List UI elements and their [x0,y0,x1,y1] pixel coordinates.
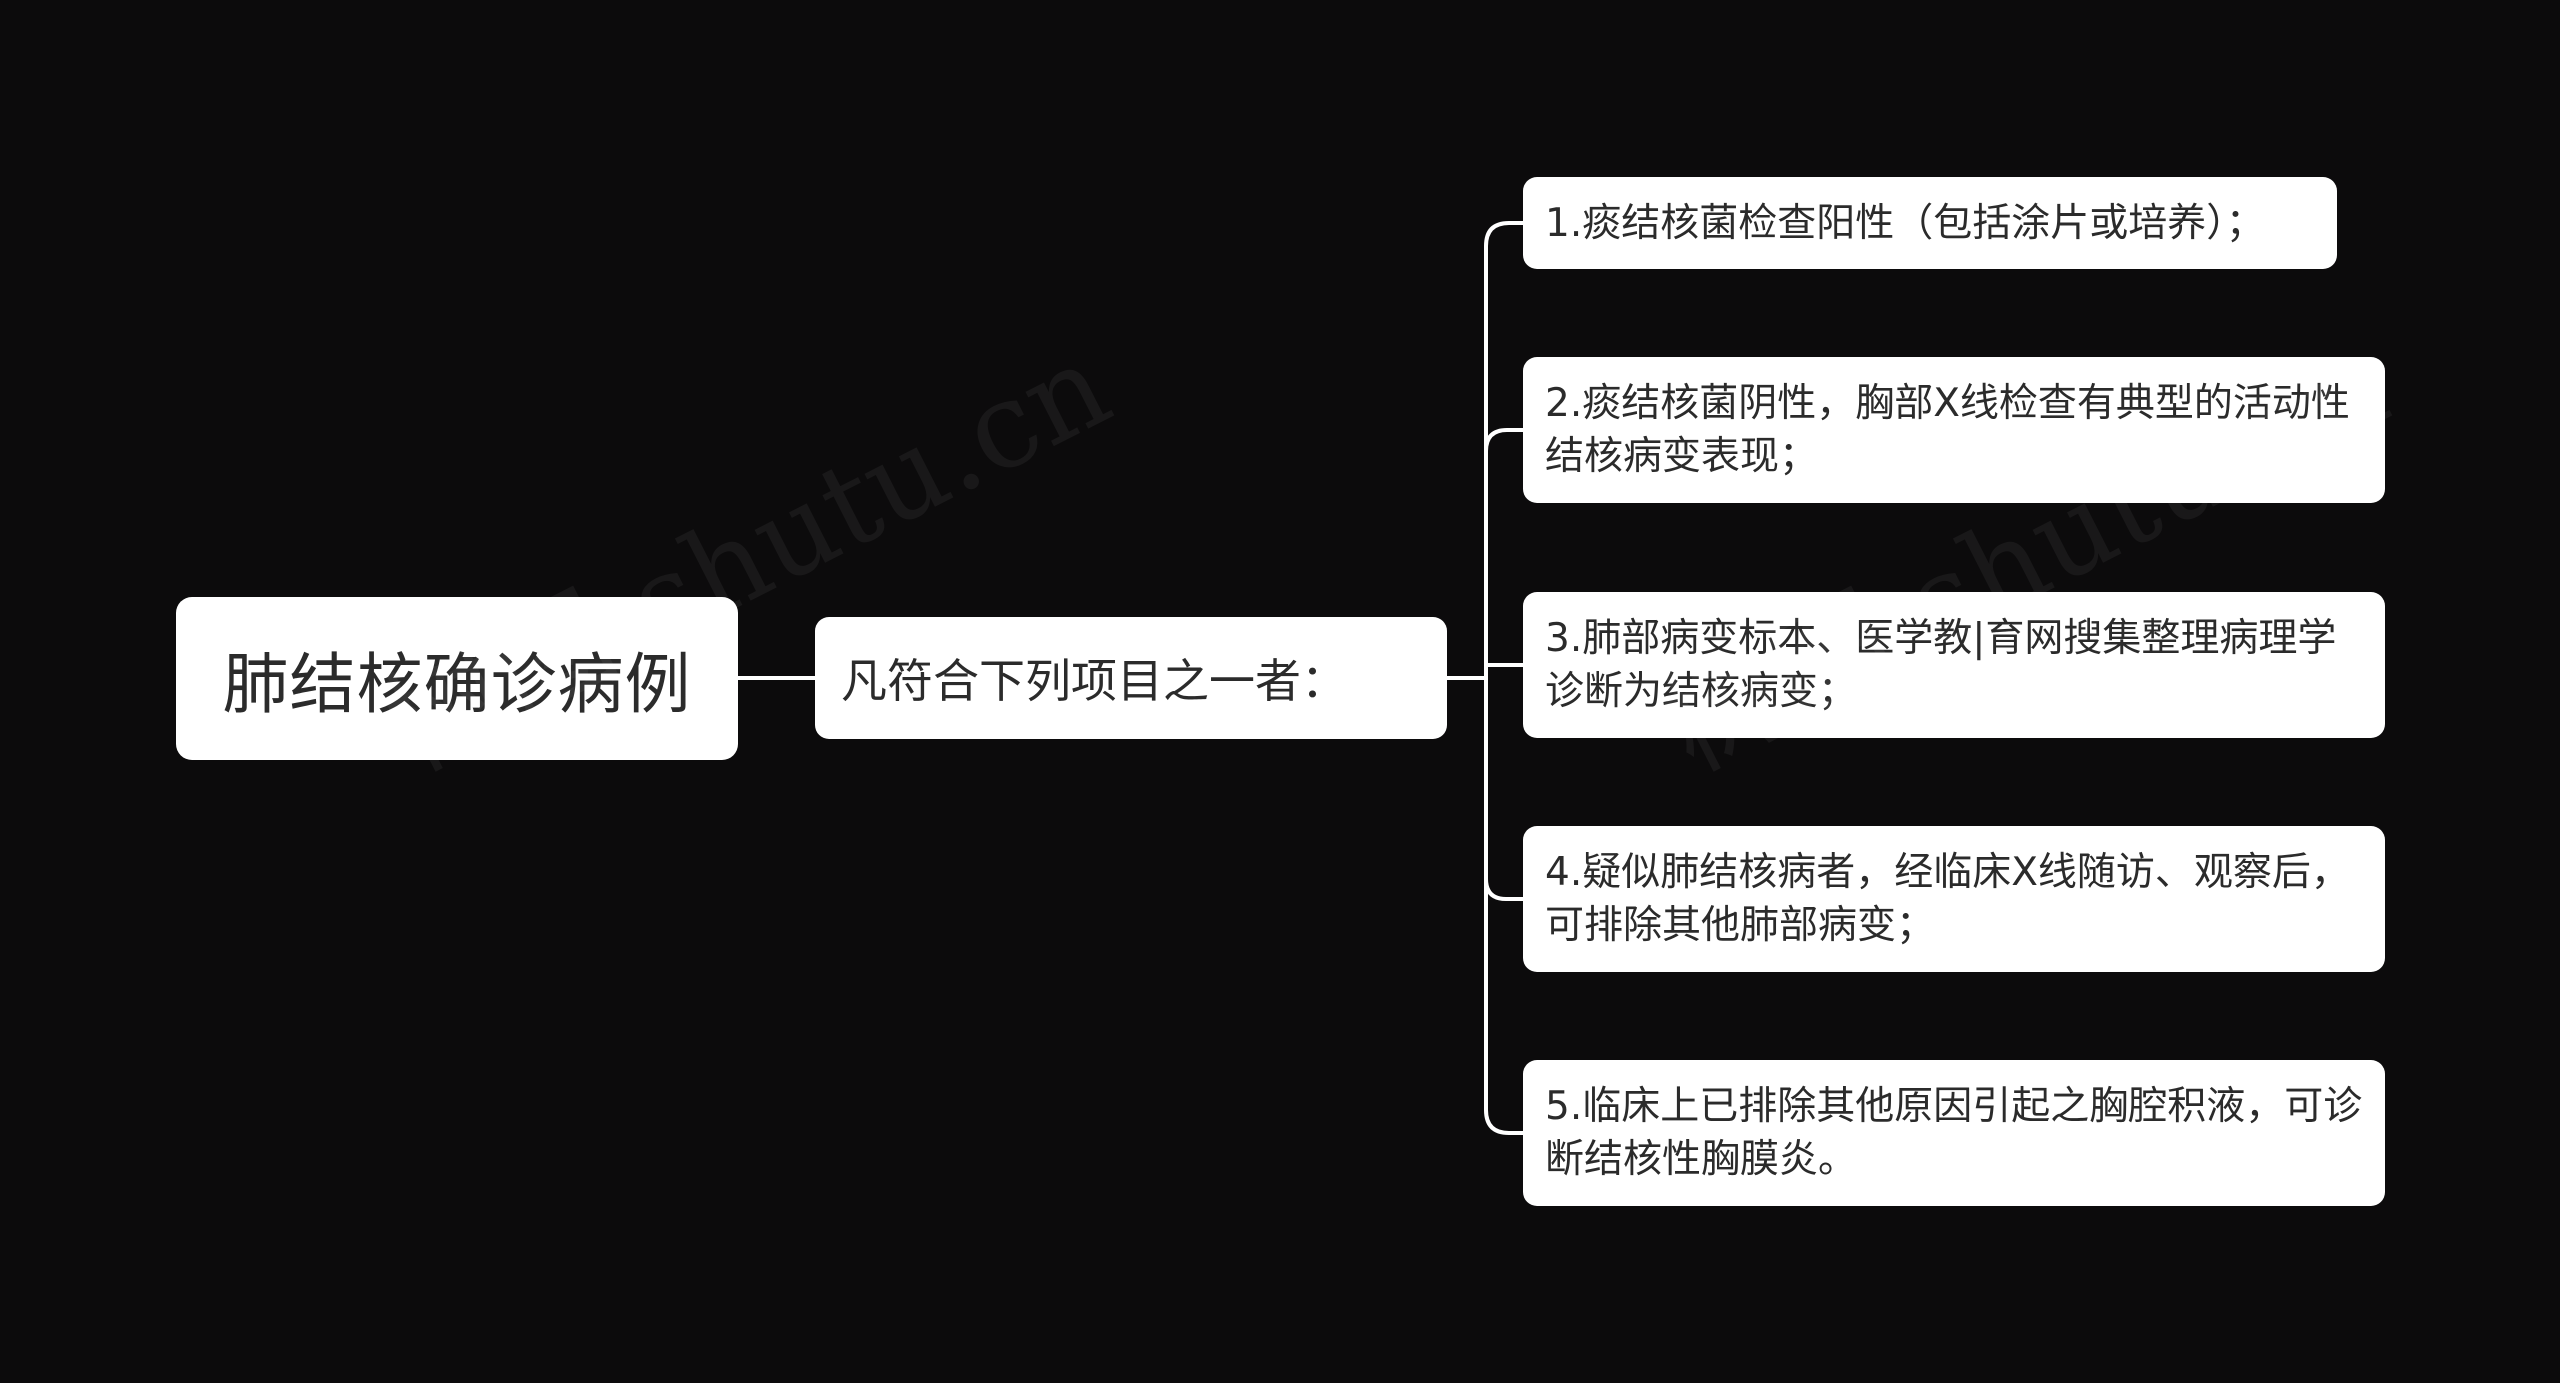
subtopic-node-1[interactable]: 1.痰结核菌检查阳性（包括涂片或培养）； [1523,177,2337,269]
subtopic-label-2: 2.痰结核菌阴性，胸部X线检查有典型的活动性结核病变表现； [1545,381,2350,479]
subtopic-label-4: 4.疑似肺结核病者，经临床X线随访、观察后，可排除其他肺部病变； [1545,850,2350,948]
root-topic-label: 肺结核确诊病例 [222,645,692,723]
subtopic-node-5[interactable]: 5.临床上已排除其他原因引起之胸腔积液，可诊断结核性胸膜炎。 [1523,1060,2385,1206]
branch-topic-node[interactable]: 凡符合下列项目之一者： [815,617,1447,739]
connector-to-item-1 [1484,221,1525,680]
subtopic-label-5: 5.临床上已排除其他原因引起之胸腔积液，可诊断结核性胸膜炎。 [1545,1084,2363,1182]
subtopic-node-2[interactable]: 2.痰结核菌阴性，胸部X线检查有典型的活动性结核病变表现； [1523,357,2385,503]
subtopic-node-3[interactable]: 3.肺部病变标本、医学教|育网搜集整理病理学诊断为结核病变； [1523,592,2385,738]
connector-to-item-2 [1484,428,1525,453]
subtopic-label-3: 3.肺部病变标本、医学教|育网搜集整理病理学诊断为结核病变； [1545,616,2337,714]
branch-topic-label: 凡符合下列项目之一者： [841,654,1347,708]
connector-to-item-4 [1484,676,1525,901]
connector-to-item-5 [1484,676,1525,1135]
subtopic-node-4[interactable]: 4.疑似肺结核病者，经临床X线随访、观察后，可排除其他肺部病变； [1523,826,2385,972]
subtopic-label-1: 1.痰结核菌检查阳性（包括涂片或培养）； [1545,200,2265,246]
root-topic-node[interactable]: 肺结核确诊病例 [176,597,738,760]
